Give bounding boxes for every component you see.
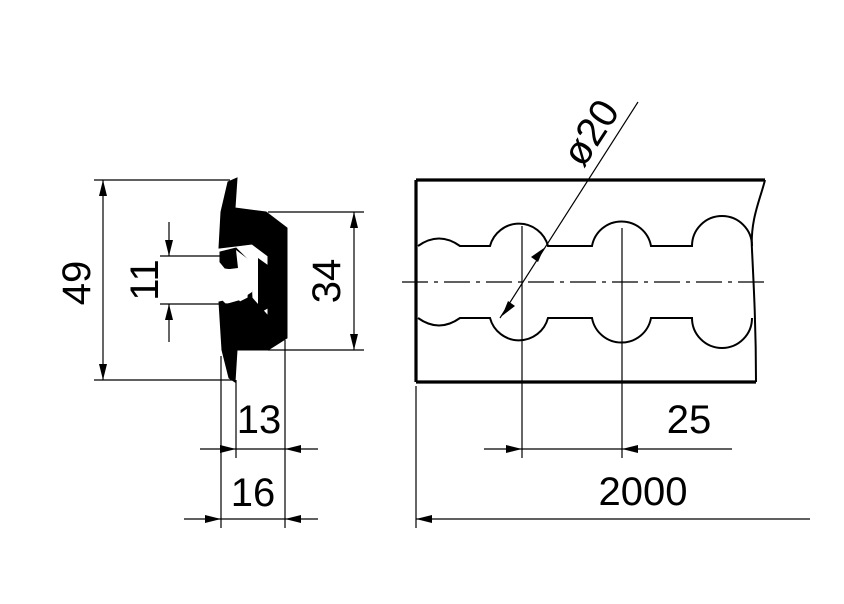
- dim-profile-width-outer: 16: [184, 471, 318, 523]
- dim-profile-height-label: 34: [305, 259, 349, 304]
- profile-section-view: [218, 177, 288, 383]
- dim-hole-diameter-label: ø20: [554, 92, 628, 174]
- dim-slot-height-label: 11: [123, 259, 167, 301]
- dim-profile-width-inner-label: 13: [237, 398, 282, 442]
- rail-top-view: [402, 178, 766, 458]
- dim-length-label: 2000: [599, 470, 688, 514]
- dim-profile-height: 34: [268, 211, 364, 351]
- rail-slot-upper-contour: [417, 215, 753, 247]
- profile-slot-cutout: [222, 250, 252, 304]
- dim-profile-width-inner: 13: [200, 398, 318, 453]
- profile-lower-notch: [258, 258, 272, 314]
- dim-total-height-label: 49: [55, 261, 99, 306]
- dim-hole-diameter: ø20: [499, 92, 639, 319]
- dim-length: 2000: [415, 386, 810, 528]
- dim-slot-height: 11: [123, 222, 236, 342]
- rail-slot-lower-contour: [417, 317, 753, 349]
- dim-profile-width-outer-label: 16: [231, 471, 276, 515]
- dim-total-height: 49: [55, 179, 232, 381]
- dim-pitch-label: 25: [667, 398, 712, 442]
- dim-pitch: 25: [484, 398, 732, 453]
